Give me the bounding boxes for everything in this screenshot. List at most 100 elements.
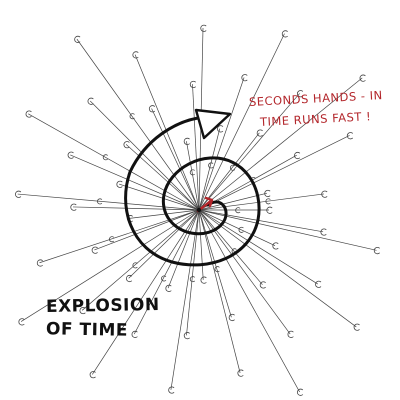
ray-line: [198, 209, 357, 328]
clock-icon: [109, 236, 115, 243]
clock-icon: [131, 330, 138, 338]
clock-icon: [346, 132, 354, 140]
ray-line: [133, 209, 200, 335]
clock-icon: [321, 190, 328, 198]
ray-line: [198, 193, 325, 211]
ray-line: [198, 209, 300, 393]
ray-line: [39, 209, 200, 264]
ray-line: [128, 209, 200, 279]
clock-icon: [297, 388, 304, 396]
clock-icon: [373, 247, 380, 255]
clock-icon: [294, 151, 301, 160]
clock-icon: [36, 259, 43, 267]
spiral-arrowhead: [194, 108, 232, 140]
clock-icon: [208, 162, 214, 169]
ray-line: [198, 128, 221, 211]
clock-icon: [87, 97, 94, 105]
ray-line: [151, 108, 200, 211]
clock-icon: [266, 206, 273, 214]
ray-line: [92, 209, 200, 375]
clock-icon: [237, 369, 244, 377]
ray-line: [89, 100, 200, 211]
clock-icon: [123, 141, 130, 149]
clock-icon: [315, 280, 322, 288]
title-line-2: OF TIME: [45, 319, 129, 341]
clock-icon: [79, 306, 86, 315]
clock-icon: [189, 276, 196, 283]
clock-icon: [91, 246, 98, 254]
ray-line: [94, 209, 200, 251]
clock-icon: [229, 164, 236, 171]
clock-icon: [228, 313, 235, 322]
ray-line: [198, 209, 291, 335]
clock-icon: [359, 74, 366, 82]
ray-line: [198, 192, 268, 211]
ray-line: [28, 113, 200, 211]
ray-line: [198, 209, 276, 246]
ray-line: [198, 135, 350, 211]
ray-line: [129, 209, 200, 219]
clock-icon: [15, 190, 22, 198]
ray-line: [198, 209, 377, 251]
ray-line: [170, 209, 200, 390]
ray-line: [186, 209, 200, 336]
clock-icon: [265, 198, 271, 205]
clock-icon: [132, 262, 138, 269]
clock-icon: [353, 323, 360, 331]
clock-icon: [148, 105, 156, 113]
ray-line: [70, 154, 200, 211]
clock-icon: [89, 371, 96, 379]
clock-icon: [272, 242, 279, 250]
clock-icon: [238, 226, 244, 233]
clock-icon: [129, 113, 135, 120]
center-dot: [196, 207, 202, 213]
ray-line: [76, 38, 200, 211]
spiral-arrow: [124, 116, 261, 267]
ray-line: [198, 209, 318, 285]
clock-icon: [183, 137, 190, 145]
clock-icon: [214, 266, 220, 273]
ray-line: [118, 183, 200, 211]
clock-icon: [281, 30, 288, 38]
clock-icon: [116, 180, 123, 188]
clock-icon: [297, 90, 304, 98]
clock-icon: [126, 274, 133, 283]
clock-icon: [200, 276, 207, 284]
clock-icon: [74, 35, 81, 43]
clock-icon: [18, 318, 25, 326]
clock-icon: [165, 284, 172, 292]
clock-icon: [189, 169, 195, 176]
clock-icon: [320, 228, 327, 236]
ray-line: [73, 206, 200, 211]
clock-icon: [168, 386, 175, 394]
clock-icon: [25, 110, 32, 118]
clock-icon: [259, 281, 266, 289]
clock-icon: [161, 275, 167, 282]
radiating-lines: [17, 28, 377, 393]
clock-icon: [287, 330, 294, 338]
clock-icon: [200, 24, 207, 32]
clock-icon: [256, 129, 263, 137]
ray-line: [198, 77, 363, 211]
clock-icon: [70, 203, 77, 211]
clock-face-icons: [15, 24, 380, 396]
ray-line: [198, 132, 260, 211]
clock-icon: [67, 151, 74, 159]
clock-icon: [217, 125, 224, 133]
clock-icon: [102, 154, 108, 161]
ray-line: [198, 77, 245, 211]
ray-line: [192, 84, 200, 211]
ray-line: [81, 209, 200, 311]
clock-icon: [264, 189, 271, 198]
clock-icon: [97, 198, 103, 205]
clock-icon: [132, 51, 139, 59]
clock-icon: [235, 207, 241, 214]
ray-line: [198, 209, 263, 285]
title-line-1: EXPLOSION: [45, 295, 160, 317]
ray-line: [134, 54, 200, 211]
clock-icon: [183, 332, 190, 340]
ray-line: [198, 33, 285, 211]
ray-line: [17, 193, 200, 211]
ray-line: [198, 209, 204, 280]
